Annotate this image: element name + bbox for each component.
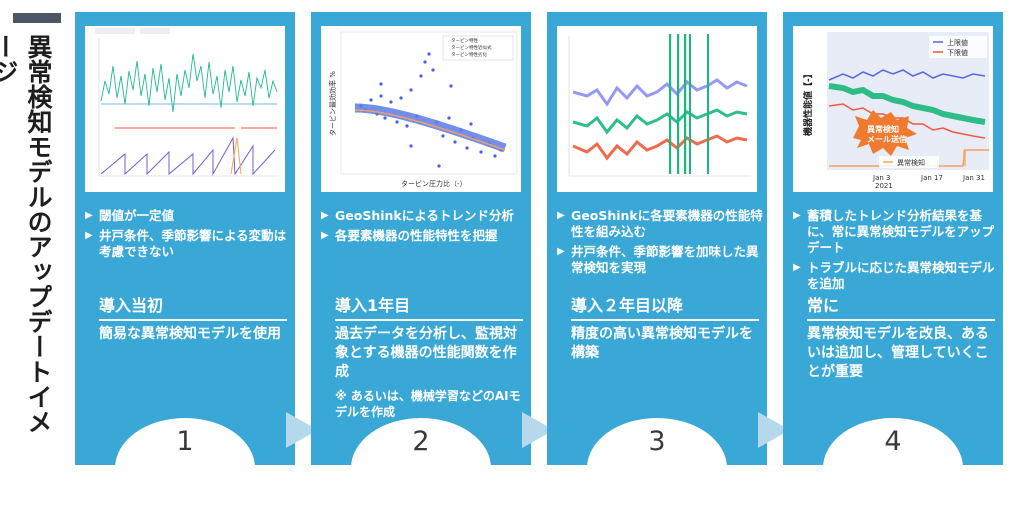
x-tick: Jan 17 <box>920 174 943 182</box>
chart-legend-1: タービン特性 <box>451 37 478 44</box>
callout-line-2: メール送信 <box>867 134 907 144</box>
stage-panel-1: ▶閾値が一定値 ▶井戸条件、季節影響による変動は考慮できない 導入当初 簡易な異… <box>75 12 295 518</box>
bullet-item: ▶各要素機器の性能特性を把握 <box>321 228 498 243</box>
stage-number: 3 <box>648 426 666 457</box>
bullet-item: ▶蓄積したトレンド分析結果を基に、常に異常検知モデルをアップデート <box>793 208 995 255</box>
stage-number: 4 <box>884 426 902 457</box>
chart-anomaly-alert: 上限値 下限値 異常検知 異常検知 メール送信 機器性能値【-】 Jan 3 J… <box>793 26 993 192</box>
bullet-item: ▶閾値が一定値 <box>85 208 175 223</box>
stage-panel-2: タービン特性 タービン特性近似式 タービン特性劣化 タービン最効効率 % タービ… <box>311 12 531 518</box>
callout-line-1: 異常検知 <box>867 124 899 134</box>
chart-element-performance <box>557 26 757 192</box>
stage-description: 異常検知モデルを改良、あるいは追加し、管理していくことが重要 <box>807 326 989 380</box>
stage-number: 2 <box>412 426 430 457</box>
x-year: 2021 <box>875 182 893 190</box>
stage-title: 導入1年目 <box>335 296 523 321</box>
stage-panel-3: ▶GeoShinkに各要素機器の性能特性を組み込む ▶井戸条件、季節影響を加味し… <box>547 12 767 518</box>
x-tick: Jan 31 <box>962 174 985 182</box>
legend-upper-limit: 上限値 <box>947 38 968 47</box>
chart-y-label: タービン最効効率 % <box>328 71 337 136</box>
x-tick: Jan 3 <box>872 174 890 182</box>
legend-anomaly: 異常検知 <box>897 158 925 167</box>
stage-title: 導入２年目以降 <box>571 296 759 321</box>
chart-fixed-threshold <box>85 26 285 192</box>
stage-description: 精度の高い異常検知モデルを構築 <box>571 326 753 361</box>
stage-title: 導入当初 <box>99 296 287 321</box>
chart-legend-2: タービン特性近似式 <box>451 44 492 51</box>
stage-description: 簡易な異常検知モデルを使用 <box>99 326 281 342</box>
stage-number: 1 <box>176 426 194 457</box>
stage-note: ※ あるいは、機械学習などのAIモデルを作成 <box>335 389 521 419</box>
stage-description: 過去データを分析し、監視対象とする機器の性能関数を作成 <box>335 326 517 380</box>
stage-panel-4: 上限値 下限値 異常検知 異常検知 メール送信 機器性能値【-】 Jan 3 J… <box>783 12 1003 518</box>
chart-y-label: 機器性能値【-】 <box>802 69 814 136</box>
bullet-item: ▶GeoShinkに各要素機器の性能特性を組み込む <box>557 208 763 239</box>
stage-title: 常に <box>807 296 995 321</box>
bullet-item: ▶井戸条件、季節影響を加味した異常検知を実現 <box>557 244 759 275</box>
bullet-item: ▶GeoShinkによるトレンド分析 <box>321 208 514 223</box>
title-accent-bar <box>13 13 61 23</box>
chart-x-label: タービン圧力比（-） <box>401 179 467 188</box>
bullet-item: ▶トラブルに応じた異常検知モデルを追加 <box>793 260 995 291</box>
chart-legend-3: タービン特性劣化 <box>451 51 487 58</box>
chart-turbine-characteristics: タービン特性 タービン特性近似式 タービン特性劣化 タービン最効効率 % タービ… <box>321 26 521 192</box>
bullet-item: ▶井戸条件、季節影響による変動は考慮できない <box>85 228 287 259</box>
legend-lower-limit: 下限値 <box>947 48 968 57</box>
page-title: 異常検知モデルのアップデートイメージ <box>0 34 53 434</box>
